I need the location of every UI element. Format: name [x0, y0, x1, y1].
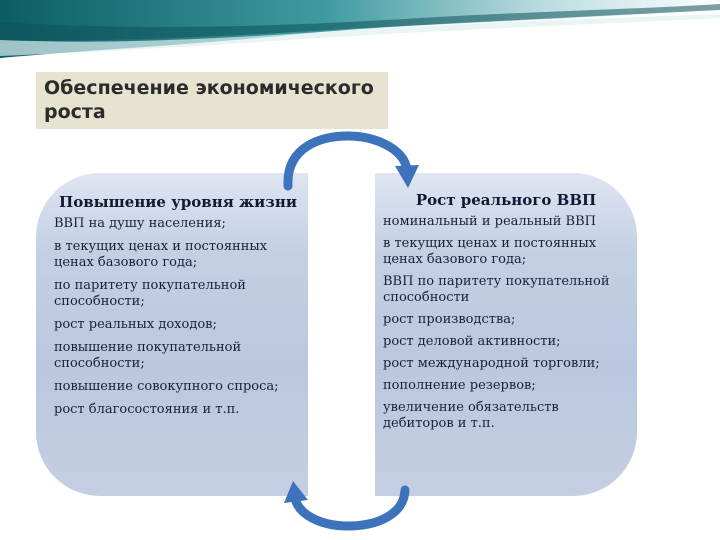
- list-item: увеличение обязательств дебиторов и т.п.: [383, 400, 559, 431]
- list-item: рост деловой активности;: [383, 334, 561, 349]
- list-item: ВВП на душу населения;: [54, 216, 226, 231]
- decorative-header-banner: [0, 0, 720, 70]
- right-panel-list: номинальный и реальный ВВП в текущих цен…: [383, 214, 629, 432]
- left-panel-list: ВВП на душу населения; в текущих ценах и…: [54, 216, 302, 418]
- list-item: номинальный и реальный ВВП: [383, 214, 596, 229]
- list-item: рост международной торговли;: [383, 356, 600, 371]
- list-item: рост благосостояния и т.п.: [54, 402, 240, 417]
- list-item: рост реальных доходов;: [54, 317, 217, 332]
- left-panel-heading: Повышение уровня жизни: [59, 193, 297, 211]
- list-item: в текущих ценах и постоянных ценах базов…: [383, 236, 597, 267]
- slide-title: Обеспечение экономического роста: [44, 77, 374, 123]
- left-panel: Повышение уровня жизни ВВП на душу насел…: [36, 173, 308, 496]
- list-item: по паритету покупательной способности;: [54, 278, 246, 309]
- title-box: Обеспечение экономического роста: [36, 72, 388, 129]
- list-item: повышение совокупного спроса;: [54, 379, 279, 394]
- right-panel: Рост реального ВВП номинальный и реальны…: [375, 173, 637, 496]
- list-item: повышение покупательной способности;: [54, 340, 242, 371]
- right-panel-heading: Рост реального ВВП: [415, 191, 597, 209]
- list-item: в текущих ценах и постоянных ценах базов…: [54, 239, 268, 270]
- list-item: рост производства;: [383, 312, 516, 327]
- list-item: пополнение резервов;: [383, 378, 536, 393]
- list-item: ВВП по паритету покупательной способност…: [383, 274, 610, 305]
